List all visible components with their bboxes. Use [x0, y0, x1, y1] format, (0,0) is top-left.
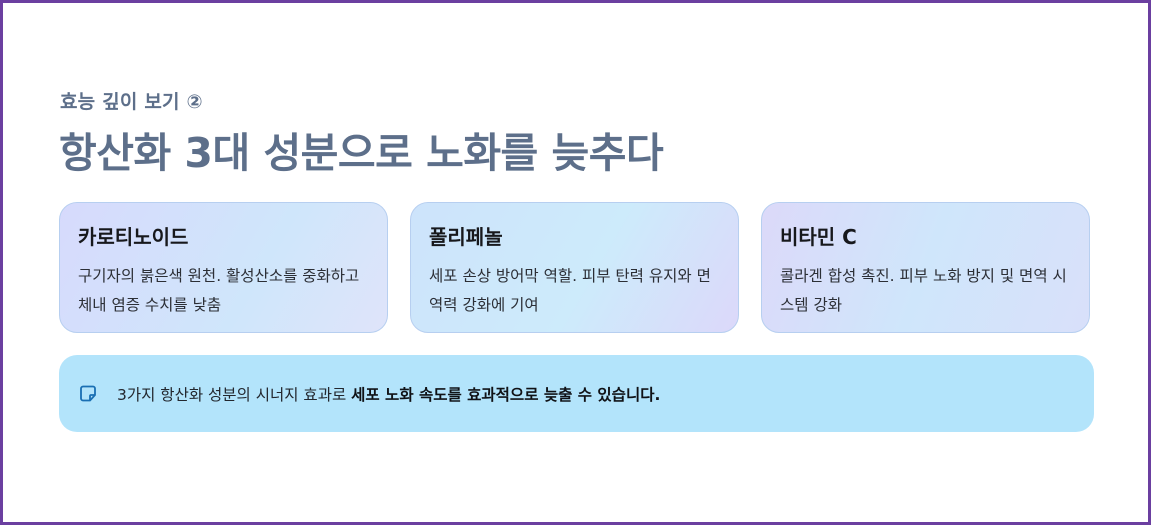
- card-description: 구기자의 붉은색 원천. 활성산소를 중화하고 체내 염증 수치를 낮춤: [78, 267, 360, 314]
- summary-text: 3가지 항산화 성분의 시너지 효과로 세포 노화 속도를 효과적으로 늦출 수…: [117, 383, 660, 405]
- card-carotenoid: 카로티노이드 구기자의 붉은색 원천. 활성산소를 중화하고 체내 염증 수치를…: [59, 202, 388, 333]
- card-title: 폴리페놀: [429, 225, 503, 249]
- summary-text-prefix: 3가지 항산화 성분의 시너지 효과로: [117, 385, 352, 404]
- section-eyebrow: 효능 깊이 보기 ②: [60, 91, 203, 113]
- card-polyphenol: 폴리페놀 세포 손상 방어막 역할. 피부 탄력 유지와 면역력 강화에 기여: [410, 202, 739, 333]
- card-description: 콜라겐 합성 촉진. 피부 노화 방지 및 면역 시스템 강화: [780, 267, 1067, 314]
- card-vitamin-c: 비타민 C 콜라겐 합성 촉진. 피부 노화 방지 및 면역 시스템 강화: [761, 202, 1090, 333]
- page-title: 항산화 3대 성분으로 노화를 늦추다: [59, 129, 664, 177]
- summary-banner: 3가지 항산화 성분의 시너지 효과로 세포 노화 속도를 효과적으로 늦출 수…: [59, 355, 1094, 432]
- summary-text-emphasis: 세포 노화 속도를 효과적으로 늦출 수 있습니다.: [351, 385, 661, 404]
- card-title: 비타민 C: [780, 225, 857, 249]
- card-description: 세포 손상 방어막 역할. 피부 탄력 유지와 면역력 강화에 기여: [429, 267, 711, 314]
- card-title: 카로티노이드: [78, 225, 189, 249]
- note-icon: [79, 385, 97, 403]
